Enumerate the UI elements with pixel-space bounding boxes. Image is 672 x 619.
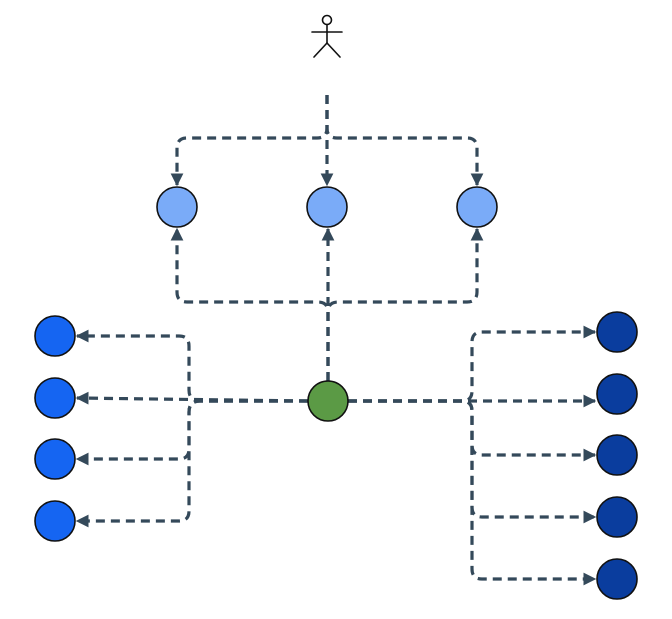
edges-layer [75,95,597,586]
node-right-2 [596,373,638,415]
node-right-1 [596,311,638,353]
edge-center-to-right-1 [348,325,597,403]
actor-right-leg [326,42,341,58]
node-right-4 [596,496,638,538]
node-top-right [456,186,498,228]
node-left-2 [34,377,76,419]
node-left-1 [34,315,76,357]
edge-center-to-left-4 [75,399,308,528]
edge-center-to-top-right [326,227,484,381]
actor-left-leg [313,42,328,58]
edge-center-to-right-5 [348,399,597,586]
node-center [307,380,349,422]
edge-center-to-left-1 [75,329,308,403]
node-top-middle [306,186,348,228]
node-right-3 [596,434,638,476]
nodes-layer [34,186,638,600]
edge-center-to-top-left [170,227,330,381]
node-top-left [156,186,198,228]
node-left-3 [34,438,76,480]
actor-head [321,14,333,26]
node-right-5 [596,558,638,600]
node-left-4 [34,500,76,542]
stick-figure-actor-icon [311,14,343,58]
edge-center-to-left-3 [75,399,308,466]
edge-actor-to-top-right [325,95,484,187]
edge-actor-to-top-left [170,95,329,187]
